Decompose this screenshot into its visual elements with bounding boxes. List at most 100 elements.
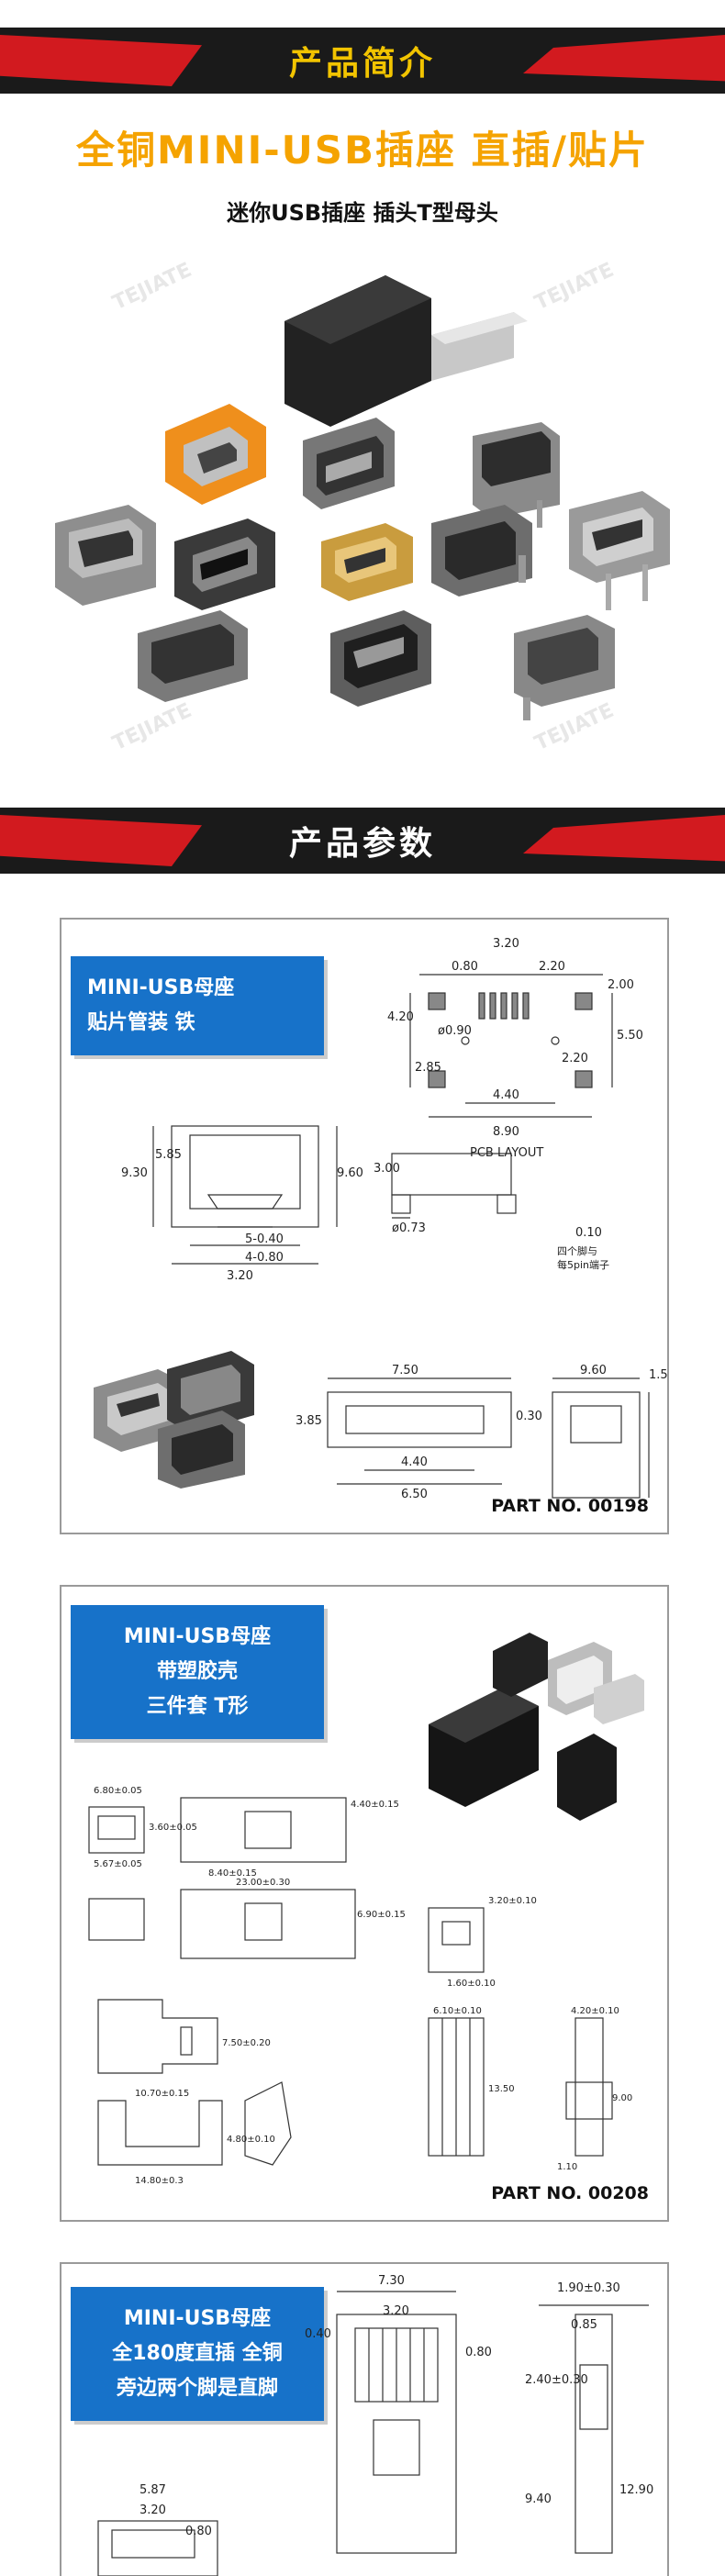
panel-label-line: 贴片管装 铁 [87, 1011, 195, 1034]
dim-label: 6.50 [401, 1488, 428, 1501]
dim-label: 4.80±0.10 [227, 2135, 275, 2145]
dim-label: 9.00 [612, 2093, 632, 2103]
dim-label: 3.20 [383, 2304, 409, 2318]
dim-label: 3.20 [493, 937, 519, 951]
pin-note: 每5pin端子 [557, 1258, 609, 1271]
spec-panel-00198: MINI-USB母座 贴片管装 铁 [60, 918, 669, 1534]
panel-label-line: MINI-USB母座 [123, 2307, 272, 2330]
dim-label: 0.80 [185, 2525, 212, 2538]
dim-label: 4.40±0.15 [351, 1800, 399, 1810]
product-headline: 全铜MINI-USB插座 直插/贴片 [76, 128, 649, 173]
spec-panel-00208: MINI-USB母座 带塑胶壳 三件套 T形 6.80±0.05 [60, 1585, 669, 2222]
panel-label-line: MINI-USB母座 [87, 976, 235, 999]
pcb-dimension-labels: 3.20 0.80 2.20 2.00 4.20 ø0.90 2.20 5.50… [121, 937, 667, 1501]
dim-label: 9.40 [525, 2492, 552, 2506]
dim-label: 0.80 [452, 960, 478, 974]
dim-label: 4-0.80 [245, 1251, 284, 1265]
dim-label: 0.80 [465, 2346, 492, 2359]
pcb-caption: PCB LAYOUT [470, 1146, 543, 1160]
dim-label: 9.60 [337, 1166, 363, 1180]
dip-dimension-labels: 7.30 0.40 3.20 0.80 1.90±0.30 0.85 2.40±… [139, 2274, 653, 2538]
pin-note: 四个脚与 [557, 1244, 597, 1257]
dim-label: 14.80±0.3 [135, 2176, 184, 2186]
dim-label: 5.50 [617, 1029, 643, 1043]
dim-label: 0.10 [575, 1226, 602, 1240]
connector-side-photo [55, 505, 156, 606]
dim-label: 0.30 [516, 1410, 542, 1423]
dim-label: 9.30 [121, 1166, 148, 1180]
dim-label: 4.40 [493, 1088, 519, 1102]
panel-label-line: MINI-USB母座 [123, 1625, 272, 1648]
connector-flat-photo [138, 610, 248, 702]
dim-label: ø0.73 [392, 1221, 426, 1235]
connector-gold-photo [321, 523, 413, 601]
dim-label: 6.10±0.10 [433, 2006, 482, 2016]
pcb-layout-drawing [152, 974, 650, 1499]
dim-label: 5-0.40 [245, 1232, 284, 1246]
dip-drawings [97, 2291, 649, 2576]
panel-label-line: 全180度直插 全铜 [112, 2342, 283, 2365]
dim-label: 7.30 [378, 2274, 405, 2288]
dim-label: 2.20 [562, 1052, 588, 1065]
dim-label: 6.90±0.15 [357, 1910, 406, 1920]
dim-label: 1.10 [557, 2162, 577, 2172]
connector-straight-pin-photo [569, 491, 670, 610]
dim-label: 1.50 [649, 1368, 667, 1382]
connector-angled-photo [431, 505, 532, 597]
dim-label: 1.90±0.30 [557, 2281, 620, 2295]
dim-label: 0.40 [305, 2327, 331, 2341]
dim-label: 7.50 [392, 1364, 418, 1377]
intro-banner: 产品简介 [0, 28, 725, 94]
panel-label: MINI-USB母座 全180度直插 全铜 旁边两个脚是直脚 [71, 2287, 324, 2421]
connector-top-photo [330, 610, 431, 707]
connector-orange-photo [165, 404, 266, 505]
dim-label: 3.20 [139, 2504, 166, 2517]
dim-label: 0.85 [571, 2318, 597, 2332]
dim-label: 6.80±0.05 [94, 1786, 142, 1796]
black-t-plug-photo [284, 275, 528, 427]
dim-label: 23.00±0.30 [236, 1878, 290, 1888]
dim-label: 1.60±0.10 [447, 1979, 496, 1989]
dim-label: 7.50±0.20 [222, 2038, 271, 2048]
dim-label: 13.50 [488, 2084, 515, 2094]
t-plug-dimension-labels: 6.80±0.05 3.60±0.05 5.67±0.05 8.40±0.15 … [94, 1786, 632, 2186]
params-banner: 产品参数 [0, 808, 725, 874]
product-photo-collage [55, 275, 670, 720]
dim-label: 4.20±0.10 [571, 2006, 619, 2016]
connector-black-body-photo [174, 519, 275, 610]
connector-dual-pin-photo [514, 615, 615, 720]
panel-label: MINI-USB母座 带塑胶壳 三件套 T形 [71, 1605, 324, 1739]
dim-label: 9.60 [580, 1364, 607, 1377]
part-number: PART NO. 00208 [491, 2183, 649, 2203]
connector-photo [94, 1351, 254, 1489]
intro-banner-title: 产品简介 [288, 45, 436, 83]
dim-label: 3.60±0.05 [149, 1823, 197, 1833]
params-banner-title: 产品参数 [288, 825, 436, 863]
dim-label: 8.40±0.15 [208, 1868, 257, 1879]
dim-label: 5.67±0.05 [94, 1859, 142, 1869]
dim-label: 12.90 [619, 2483, 653, 2497]
product-subhead: 迷你USB插座 插头T型母头 [227, 200, 498, 226]
dim-label: 5.85 [155, 1148, 182, 1162]
dim-label: 3.85 [296, 1414, 322, 1428]
dim-label: 2.40±0.30 [525, 2373, 588, 2387]
dim-label: 3.20 [227, 1269, 253, 1283]
dim-label: 3.00 [374, 1162, 400, 1176]
dim-label: 4.40 [401, 1455, 428, 1469]
dim-label: 10.70±0.15 [135, 2089, 189, 2099]
panel-label-line: 带塑胶壳 [156, 1660, 238, 1683]
dim-label: 5.87 [139, 2483, 166, 2497]
connector-smd-photo [303, 418, 395, 509]
dim-label: 2.85 [415, 1061, 441, 1075]
t-plug-photo [429, 1633, 644, 1821]
panel-label-line: 三件套 T形 [146, 1695, 249, 1718]
dim-label: 4.20 [387, 1010, 414, 1024]
t-plug-drawings [88, 1797, 613, 2166]
dim-label: 2.00 [608, 978, 634, 992]
panel-label: MINI-USB母座 贴片管装 铁 [71, 956, 324, 1055]
dim-label: 2.20 [539, 960, 565, 974]
dim-label: 3.20±0.10 [488, 1896, 537, 1906]
dim-label: ø0.90 [438, 1024, 472, 1038]
dim-label: 8.90 [493, 1125, 519, 1139]
part-number: PART NO. 00198 [491, 1496, 649, 1516]
